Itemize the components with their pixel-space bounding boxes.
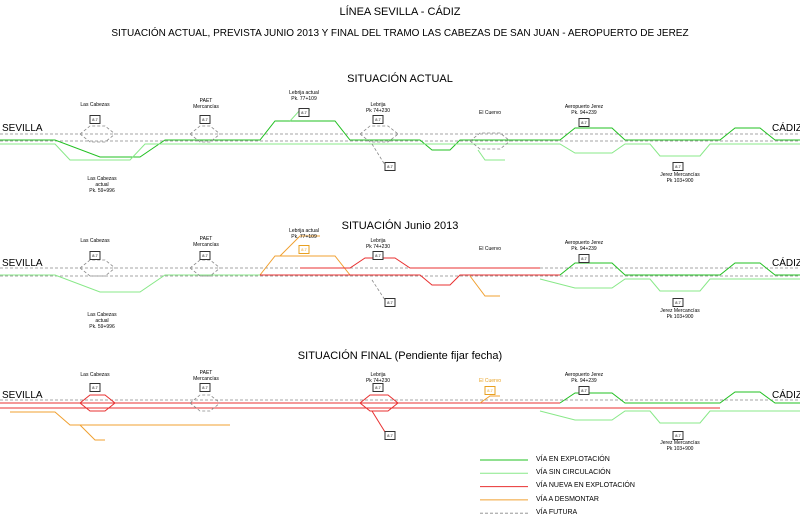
station-loop [189,402,221,412]
cadiz-label-3: CÁDIZ [772,390,800,401]
km-box: 8.7 [384,298,396,307]
track-desmontar [469,275,500,297]
track-explotacion [0,120,800,158]
station-loop [79,267,116,277]
cadiz-label-1: CÁDIZ [772,123,800,134]
st2-cabezas: Las Cabezas [80,238,110,244]
cadiz-label-2: CÁDIZ [772,258,800,269]
st1-cabezas: Las Cabezas [80,102,110,108]
km-box: 8.7 [372,383,384,392]
station-loop [469,140,511,150]
station-loop [189,267,221,277]
sevilla-label-3: SEVILLA [2,390,43,401]
km-box: 8.7 [672,298,684,307]
legend-label-sin-circulacion: VÍA SIN CIRCULACIÓN [536,469,611,476]
track-desmontar [279,235,320,257]
km-box: 8.7 [298,108,310,117]
km-box: 8.7 [384,431,396,440]
branch [371,410,386,433]
station-loop [189,125,221,135]
km-box: 8.7 [89,251,101,260]
legend-label-explotacion: VÍA EN EXPLOTACIÓN [536,456,610,463]
st3-cabezas: Las Cabezas [80,372,110,378]
branch [477,149,505,161]
track-sin-circulacion [539,278,800,292]
section-title-junio: SITUACIÓN Junio 2013 [341,220,459,232]
sevilla-label-2: SEVILLA [2,258,43,269]
sevilla-label-1: SEVILLA [2,123,43,134]
km-box: 8.7 [199,383,211,392]
track-sin-circulacion [0,143,800,161]
track-nueva [300,257,540,269]
km-box: 8.7 [484,386,496,395]
km-box: 8.7 [372,251,384,260]
km-box: 8.7 [199,115,211,124]
km-box: 8.7 [672,162,684,171]
km-box: 8.7 [384,162,396,171]
km-box: 8.7 [89,115,101,124]
km-box: 8.7 [298,245,310,254]
station-loop [189,133,221,143]
station-loop [189,259,221,269]
track-explotacion [559,262,800,276]
track-nueva [260,274,560,286]
km-box: 8.7 [578,386,590,395]
page-subtitle: SITUACIÓN ACTUAL, PREVISTA JUNIO 2013 Y … [111,28,689,39]
km-box: 8.7 [672,431,684,440]
section-title-final: SITUACIÓN FINAL (Pendiente fijar fecha) [297,350,503,362]
km-box: 8.7 [578,118,590,127]
station-loop [359,125,399,135]
km-box: 8.7 [578,254,590,263]
legend-label-nueva: VÍA NUEVA EN EXPLOTACIÓN [536,482,635,489]
station-loop [79,394,116,404]
station-loop [359,133,399,143]
station-loop [79,125,116,135]
km-box: 8.7 [199,251,211,260]
track-desmontar [10,411,230,426]
track-sin-circulacion [0,274,260,293]
station-loop [79,133,116,143]
track-explotacion [559,391,800,404]
station-loop [79,402,116,412]
station-loop [189,394,221,404]
station-loop [469,132,511,142]
page-title: LÍNEA SEVILLA - CÁDIZ [339,6,461,18]
track-desmontar [79,424,105,441]
legend-label-desmontar: VÍA A DESMONTAR [536,496,599,503]
branch [371,143,386,166]
km-box: 8.7 [89,383,101,392]
legend-label-futura: VÍA FUTURA [536,509,578,516]
station-loop [359,394,399,404]
track-desmontar [259,255,351,276]
branch [479,395,500,404]
branch [371,279,386,301]
station-loop [79,259,116,269]
section-title-actual: SITUACIÓN ACTUAL [347,73,453,85]
km-box: 8.7 [372,115,384,124]
station-loop [359,402,399,412]
st3-cuervo: El Cuervo [479,378,501,384]
st1-cuervo: El Cuervo [479,110,501,116]
track-sin-circulacion [539,410,800,424]
st2-cuervo: El Cuervo [479,246,501,252]
